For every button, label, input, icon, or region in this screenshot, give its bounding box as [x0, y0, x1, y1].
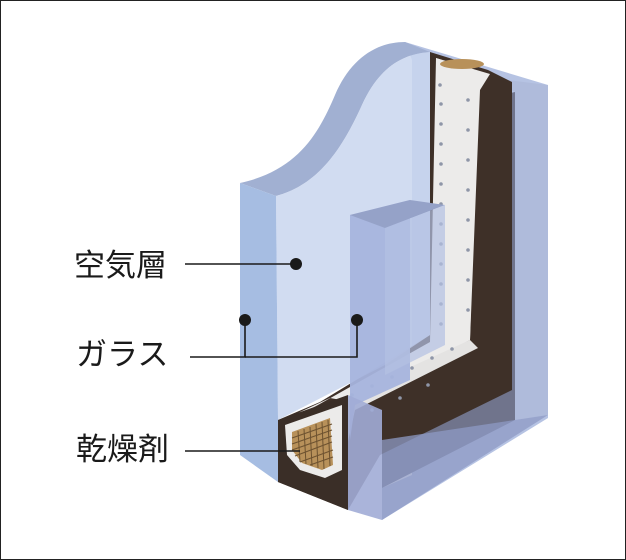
inner-glass-step-top	[350, 200, 445, 228]
dot-glass-right	[351, 314, 363, 326]
desiccant-label: 乾燥剤	[76, 432, 169, 468]
dot-glass-left	[239, 314, 251, 326]
air-layer-label: 空気層	[74, 248, 167, 284]
glass-label: ガラス	[76, 337, 169, 373]
desiccant-top-slot	[440, 59, 484, 69]
back-shadow-panel	[490, 78, 548, 420]
desiccant-grid	[291, 419, 334, 470]
inner-glass-face	[385, 205, 445, 375]
front-glass-left-edge	[240, 183, 278, 482]
dot-air	[290, 258, 302, 270]
front-glass-top-edge	[240, 42, 430, 196]
leader-glass-2	[245, 320, 358, 358]
leader-dots	[239, 258, 363, 326]
front-glass-bottom	[348, 395, 382, 520]
leader-lines	[185, 263, 358, 452]
leader-glass	[190, 320, 246, 358]
back-glass-bottom	[382, 415, 548, 520]
